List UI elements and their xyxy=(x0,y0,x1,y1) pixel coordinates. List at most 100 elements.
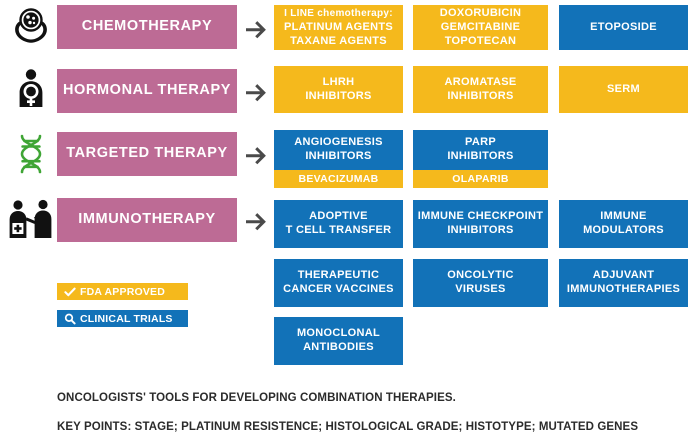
treatment-line-1: AROMATASE xyxy=(444,75,517,88)
legend-label: CLINICAL TRIALS xyxy=(80,312,173,325)
treatment-box-text: ONCOLYTIC VIRUSES xyxy=(447,269,513,297)
treatment-box-immune-modulators[interactable]: IMMUNE MODULATORS xyxy=(559,200,688,248)
treatment-box-text: MONOCLONAL ANTIBODIES xyxy=(297,327,380,355)
footer-line-2: KEY POINTS: STAGE; PLATINUM RESISTENCE; … xyxy=(57,421,639,433)
treatment-box-body: ADJUVANT IMMUNOTHERAPIES xyxy=(559,259,688,307)
drug-strip-bevacizumab: BEVACIZUMAB xyxy=(274,170,403,188)
treatment-box-body: SERM xyxy=(559,66,688,113)
female-patient-icon xyxy=(8,66,54,112)
treatment-box-body: DOXORUBICIN GEMCITABINE TOPOTECAN xyxy=(413,5,548,50)
treatment-line-2: VIRUSES xyxy=(455,283,506,295)
arrow-right-icon xyxy=(243,16,269,42)
treatment-box-serm[interactable]: SERM xyxy=(559,66,688,113)
treatment-line-1: ONCOLYTIC xyxy=(447,269,514,282)
treatment-lead-line: I LINE chemotherapy: xyxy=(284,8,393,19)
treatment-box-body: PARP INHIBITORS xyxy=(413,130,548,170)
treatment-box-text: ADOPTIVE T CELL TRANSFER xyxy=(286,210,392,238)
treatment-box-text: PARP INHIBITORS xyxy=(447,136,513,164)
treatment-box-therapeutic-cancer-vaccines[interactable]: THERAPEUTIC CANCER VACCINES xyxy=(274,259,403,307)
treatment-box-platinum-taxane[interactable]: I LINE chemotherapy: PLATINUM AGENTS TAX… xyxy=(274,5,403,50)
treatment-line-3: TOPOTECAN xyxy=(444,34,517,47)
treatment-line-2: MODULATORS xyxy=(583,224,664,236)
treatment-box-body: ADOPTIVE T CELL TRANSFER xyxy=(274,200,403,248)
treatment-box-body: IMMUNE MODULATORS xyxy=(559,200,688,248)
treatment-line-2: INHIBITORS xyxy=(447,150,514,162)
treatment-box-body: ETOPOSIDE xyxy=(559,5,688,50)
arrow-right-icon xyxy=(243,208,269,234)
category-hormonal-therapy[interactable]: HORMONAL THERAPY xyxy=(57,69,237,113)
treatment-box-text: ANGIOGENESIS INHIBITORS xyxy=(294,136,383,164)
treatment-box-body: ONCOLYTIC VIRUSES xyxy=(413,259,548,307)
legend-fda-approved[interactable]: FDA APPROVED xyxy=(57,283,188,300)
treatment-line-2: GEMCITABINE xyxy=(440,20,521,33)
treatment-line-1: DOXORUBICIN xyxy=(439,7,522,19)
category-chemotherapy[interactable]: CHEMOTHERAPY xyxy=(57,5,237,49)
treatment-line-1: PLATINUM AGENTS xyxy=(284,20,393,33)
treatment-box-text: IMMUNE MODULATORS xyxy=(583,210,664,238)
treatment-box-adoptive-t-cell-transfer[interactable]: ADOPTIVE T CELL TRANSFER xyxy=(274,200,403,248)
treatment-line-1: MONOCLONAL xyxy=(296,327,381,340)
treatment-box-text: I LINE chemotherapy: PLATINUM AGENTS TAX… xyxy=(284,7,393,48)
treatment-line-2: IMMUNOTHERAPIES xyxy=(566,283,681,295)
treatment-line-2: T CELL TRANSFER xyxy=(285,224,392,236)
treatment-box-text: AROMATASE INHIBITORS xyxy=(445,76,517,104)
treatment-box-angiogenesis-inhibitors[interactable]: ANGIOGENESIS INHIBITORS BEVACIZUMAB xyxy=(274,130,403,188)
treatment-line-1: LHRH xyxy=(322,75,355,88)
treatment-line-1: IMMUNE xyxy=(600,210,647,223)
treatment-line-1: ADOPTIVE xyxy=(309,210,368,223)
treatment-box-body: I LINE chemotherapy: PLATINUM AGENTS TAX… xyxy=(274,5,403,50)
treatment-box-body: THERAPEUTIC CANCER VACCINES xyxy=(274,259,403,307)
drug-strip-olaparib: OLAPARIB xyxy=(413,170,548,188)
treatment-line-1: THERAPEUTIC xyxy=(297,269,380,282)
legend-label: FDA APPROVED xyxy=(80,285,166,298)
treatment-box-text: IMMUNE CHECKPOINT INHIBITORS xyxy=(418,210,544,238)
footer-line-1: ONCOLOGISTS' TOOLS FOR DEVELOPING COMBIN… xyxy=(57,392,456,404)
treatment-box-aromatase-inhibitors[interactable]: AROMATASE INHIBITORS xyxy=(413,66,548,113)
treatment-line-2: CANCER VACCINES xyxy=(283,283,394,295)
treatment-box-parp-inhibitors[interactable]: PARP INHIBITORS OLAPARIB xyxy=(413,130,548,188)
treatment-box-lhrh-inhibitors[interactable]: LHRH INHIBITORS xyxy=(274,66,403,113)
treatment-line-2: INHIBITORS xyxy=(305,150,372,162)
treatment-box-body: LHRH INHIBITORS xyxy=(274,66,403,113)
treatment-box-immune-checkpoint-inhibitors[interactable]: IMMUNE CHECKPOINT INHIBITORS xyxy=(413,200,548,248)
category-targeted-therapy[interactable]: TARGETED THERAPY xyxy=(57,132,237,176)
treatment-box-etoposide[interactable]: ETOPOSIDE xyxy=(559,5,688,50)
drug-strip-label: OLAPARIB xyxy=(452,173,509,185)
treatment-line-2: INHIBITORS xyxy=(305,89,372,102)
treatment-line-1: SERM xyxy=(607,82,640,95)
treatment-box-body: MONOCLONAL ANTIBODIES xyxy=(274,317,403,365)
treatment-box-doxorubicin-gemcitabine-topotecan[interactable]: DOXORUBICIN GEMCITABINE TOPOTECAN xyxy=(413,5,548,50)
treatment-box-text: THERAPEUTIC CANCER VACCINES xyxy=(283,269,394,297)
treatment-line-1: ANGIOGENESIS xyxy=(294,136,383,149)
legend-clinical-trials[interactable]: CLINICAL TRIALS xyxy=(57,310,188,327)
treatment-line-1: PARP xyxy=(465,136,496,149)
treatment-box-body: AROMATASE INHIBITORS xyxy=(413,66,548,113)
treatment-box-monoclonal-antibodies[interactable]: MONOCLONAL ANTIBODIES xyxy=(274,317,403,365)
doctor-patient-icon xyxy=(8,197,54,243)
check-icon xyxy=(63,285,76,298)
dna-helix-icon xyxy=(8,129,54,175)
treatment-line-1: ADJUVANT xyxy=(592,269,655,282)
treatment-box-body: ANGIOGENESIS INHIBITORS xyxy=(274,130,403,170)
treatment-line-2: TAXANE AGENTS xyxy=(290,34,387,47)
category-label: TARGETED THERAPY xyxy=(66,145,228,162)
drug-strip-label: BEVACIZUMAB xyxy=(298,173,379,185)
arrow-right-icon xyxy=(243,79,269,105)
treatment-box-body: IMMUNE CHECKPOINT INHIBITORS xyxy=(413,200,548,248)
category-label: HORMONAL THERAPY xyxy=(62,82,232,99)
treatment-box-text: DOXORUBICIN GEMCITABINE TOPOTECAN xyxy=(440,7,522,48)
treatment-box-oncolytic-viruses[interactable]: ONCOLYTIC VIRUSES xyxy=(413,259,548,307)
treatment-line-2: INHIBITORS xyxy=(447,89,514,102)
treatment-box-text: LHRH INHIBITORS xyxy=(305,76,371,104)
magnifier-icon xyxy=(63,312,76,325)
treatment-line-2: INHIBITORS xyxy=(447,224,514,236)
treatment-box-text: ADJUVANT IMMUNOTHERAPIES xyxy=(567,269,680,297)
treatment-line-2: ANTIBODIES xyxy=(303,341,374,353)
treatment-line-1: ETOPOSIDE xyxy=(590,20,657,33)
arrow-right-icon xyxy=(243,142,269,168)
category-immunotherapy[interactable]: IMMUNOTHERAPY xyxy=(57,198,237,242)
category-label: IMMUNOTHERAPY xyxy=(78,211,216,228)
category-label: CHEMOTHERAPY xyxy=(81,18,213,35)
treatment-box-adjuvant-immunotherapies[interactable]: ADJUVANT IMMUNOTHERAPIES xyxy=(559,259,688,307)
